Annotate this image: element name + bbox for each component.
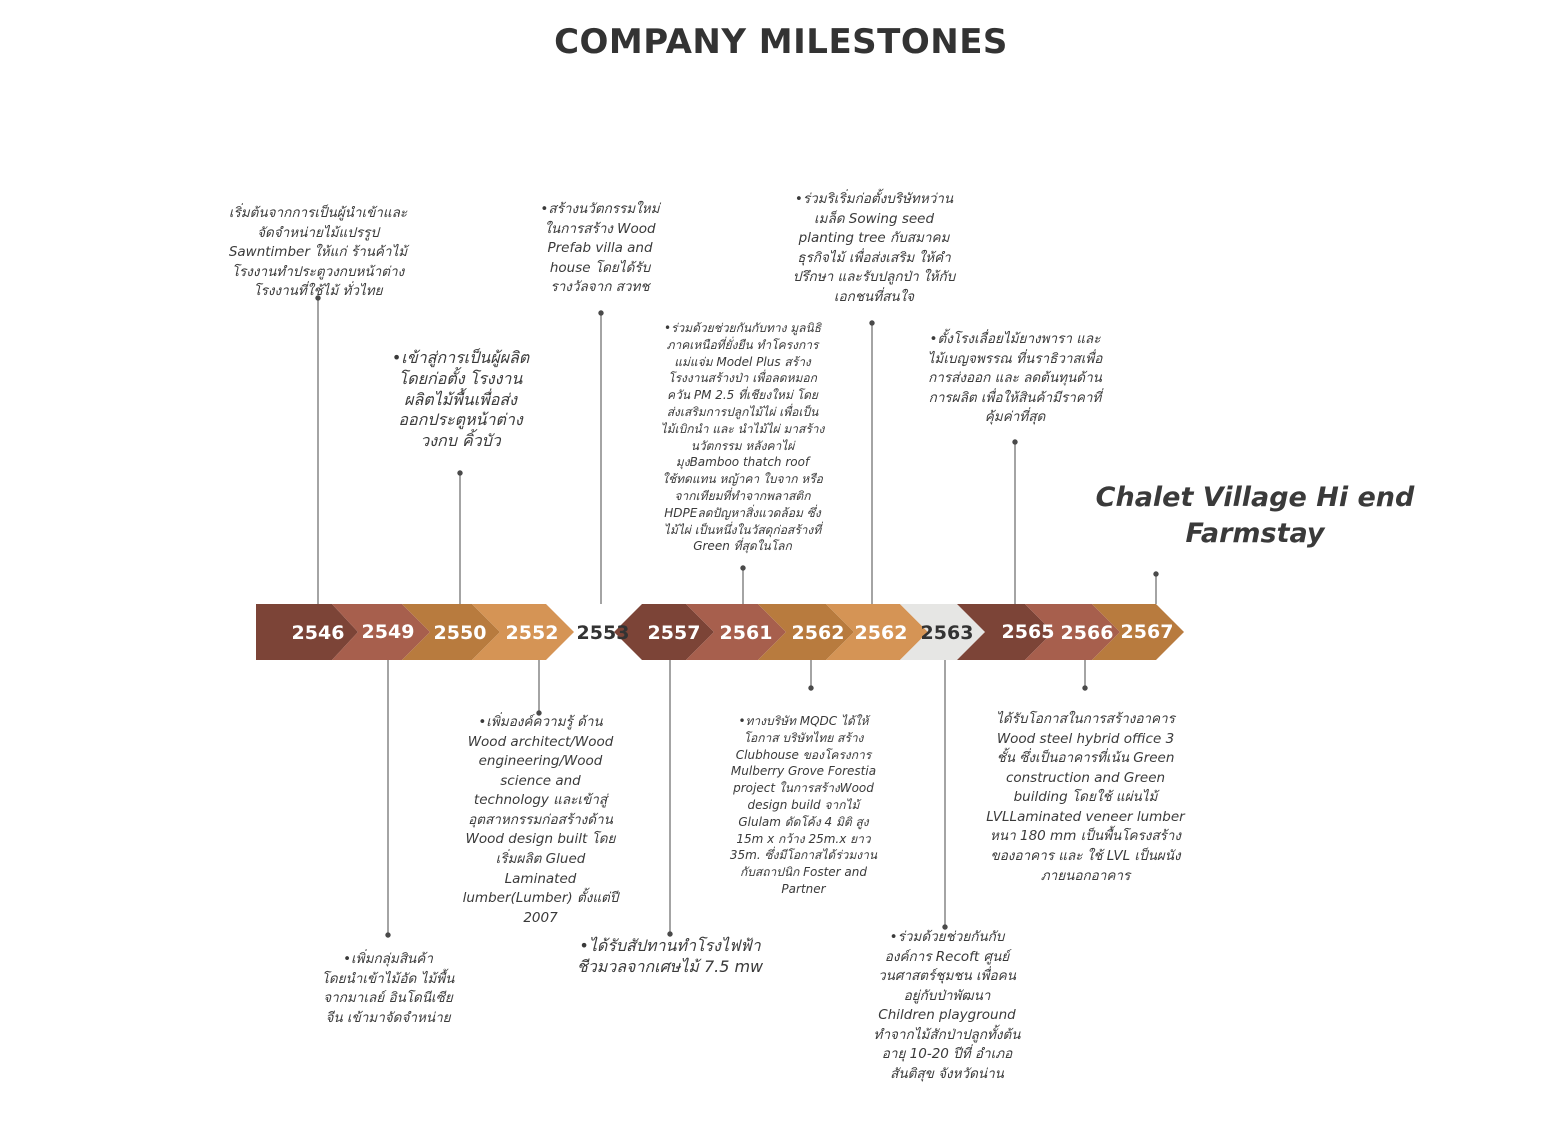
chevron-2566	[1025, 604, 1120, 660]
year-label: 2561	[720, 622, 773, 644]
year-label: 2552	[506, 622, 559, 644]
highlight-chalet-village: Chalet Village Hi end Farmstay	[1095, 482, 1415, 550]
connector-dot-2562a	[808, 685, 814, 691]
connector-dot-2549	[385, 932, 391, 938]
year-label: 2565	[1002, 621, 1055, 643]
connector-dot-2563	[942, 924, 948, 930]
year-label: 2562	[855, 622, 908, 644]
connector-dot-2553	[598, 310, 604, 316]
chevron-2565	[957, 604, 1053, 660]
chevron-2563	[900, 604, 985, 660]
connector-dot-2557	[667, 931, 673, 937]
year-label: 2549	[362, 621, 415, 643]
milestone-note-2566: ได้รับโอกาสในการสร้างอาคาร Wood steel hy…	[986, 711, 1185, 884]
year-label: 2546	[292, 622, 345, 644]
chevron-2567	[1092, 604, 1184, 660]
milestone-note-2557: •ได้รับสัปทานทำโรงไฟฟ้า ชีวมวลจากเศษไม้ …	[576, 936, 764, 976]
milestone-note-2563: •ร่วมด้วยช่วยกันกับ องค์การ Recoft ศูนย์…	[873, 929, 1021, 1082]
year-label: 2557	[648, 622, 701, 644]
milestone-note-2562b: •ร่วมริเริ่มก่อตั้งบริษัทหว่าน เมล็ด Sow…	[792, 191, 956, 305]
year-label: 2553	[577, 622, 630, 644]
year-label: 2567	[1121, 621, 1174, 643]
milestone-note-2565: •ตั้งโรงเลื่อยไม้ยางพารา และ ไม้เบญจพรรณ…	[927, 331, 1103, 426]
milestone-note-2562a: •ทางบริษัท MQDC ได้ให้ โอกาส บริษัทไทย ส…	[729, 714, 878, 896]
milestone-note-2561: •ร่วมด้วยช่วยกันกับทาง มูลนิธิ ภาคเหนือท…	[660, 321, 825, 554]
year-label: 2550	[434, 622, 487, 644]
year-label: 2566	[1061, 622, 1114, 644]
milestone-note-2549: •เพิ่มกลุ่มสินค้า โดยนำเข้าไม้อัด ไม้พื้…	[321, 951, 455, 1026]
year-label: 2562	[792, 622, 845, 644]
connector-dot-2567	[1153, 571, 1159, 577]
milestone-note-2546: เริ่มต้นจากการเป็นผู้นำเข้าและ จัดจำหน่า…	[228, 205, 408, 300]
chevron-2550	[402, 604, 500, 660]
connector-dot-2561	[740, 565, 746, 571]
connector-dot-2565	[1012, 439, 1018, 445]
connector-dot-2550	[457, 470, 463, 476]
milestone-note-2550: •เข้าสู่การเป็นผู้ผลิต โดยก่อตั้ง โรงงาน…	[391, 348, 530, 451]
chevron-2552	[472, 604, 574, 660]
chevron-2562b	[826, 604, 928, 660]
connector-dot-2566	[1082, 685, 1088, 691]
chevron-2557	[614, 604, 714, 660]
chevron-2561	[686, 604, 786, 660]
page-title: COMPANY MILESTONES	[554, 22, 1008, 62]
milestone-note-2553: •สร้างนวัตกรรมใหม่ ในการสร้าง Wood Prefa…	[540, 201, 660, 296]
connector-dot-2562b	[869, 320, 875, 326]
chevron-2546	[256, 604, 358, 660]
year-label: 2563	[921, 622, 974, 644]
connector-dot-2546	[315, 295, 321, 301]
chevron-2549	[332, 604, 430, 660]
connector-dot-2552	[536, 710, 542, 716]
milestone-note-2552: •เพิ่มองค์ความรู้ ด้าน Wood architect/Wo…	[462, 714, 619, 926]
chevron-2562a	[758, 604, 854, 660]
